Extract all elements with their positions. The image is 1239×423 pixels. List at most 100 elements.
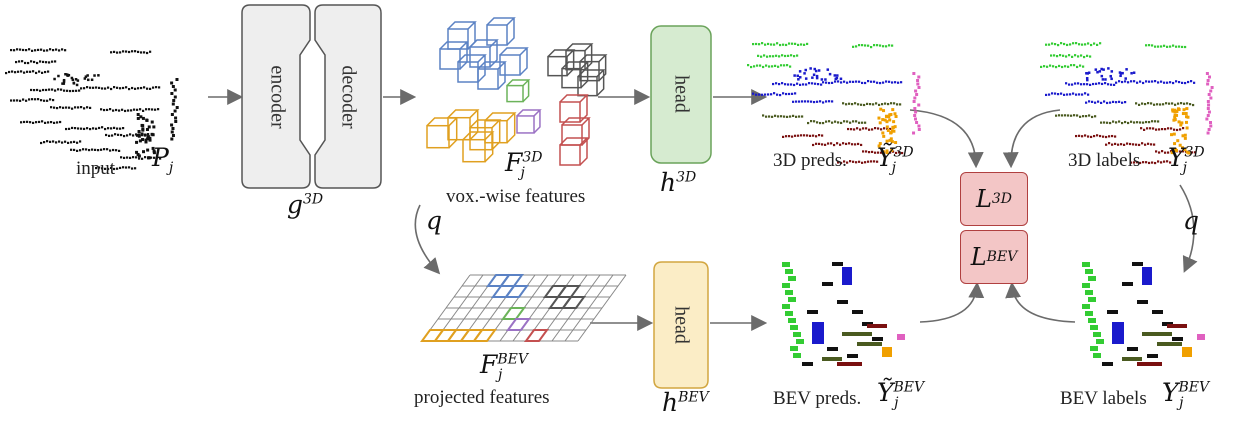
point [828, 72, 832, 76]
point [109, 108, 112, 111]
point [855, 80, 858, 83]
point [56, 106, 59, 110]
point [14, 71, 17, 74]
point [134, 87, 137, 90]
point [23, 120, 26, 124]
encoder-block [241, 4, 311, 189]
point [1180, 146, 1184, 150]
point [833, 143, 836, 147]
point [1074, 54, 1077, 57]
head-bev-block [653, 261, 709, 389]
point [1157, 160, 1160, 163]
point [1095, 82, 1098, 85]
point [70, 148, 73, 151]
point [172, 99, 176, 102]
point [159, 157, 162, 160]
point [51, 88, 54, 91]
point [885, 125, 889, 129]
point [777, 65, 780, 68]
point [155, 86, 158, 89]
point [796, 54, 799, 57]
point [831, 81, 834, 84]
point [71, 78, 75, 82]
point [1173, 115, 1177, 119]
point [1162, 103, 1165, 106]
point [1100, 74, 1104, 78]
voxel-cube [516, 109, 542, 134]
point [1144, 102, 1147, 106]
point [40, 48, 43, 51]
point [852, 45, 855, 48]
point [762, 65, 765, 69]
point [1167, 127, 1170, 130]
point [1082, 65, 1085, 68]
point [868, 128, 871, 131]
point [898, 151, 901, 154]
point [788, 42, 791, 45]
point [1144, 143, 1147, 146]
point [1087, 93, 1090, 96]
point [170, 113, 174, 116]
point [753, 65, 756, 68]
point [1081, 43, 1084, 46]
point [917, 128, 921, 131]
point [798, 100, 801, 103]
point [817, 69, 821, 72]
point [116, 167, 119, 170]
cube-face-front [457, 61, 479, 83]
point [147, 125, 151, 129]
point [106, 148, 109, 151]
point [128, 166, 131, 169]
point [798, 76, 802, 79]
bev-cell [1085, 290, 1093, 295]
point [61, 141, 64, 144]
point [1130, 161, 1133, 164]
point [51, 60, 54, 63]
grid-cell [561, 296, 586, 309]
point [779, 93, 782, 97]
point [1210, 86, 1214, 89]
point [825, 100, 828, 103]
point [766, 55, 769, 58]
point [819, 100, 822, 103]
point [116, 51, 119, 54]
point [137, 134, 141, 138]
point [882, 134, 886, 138]
point [858, 80, 861, 83]
point [809, 134, 812, 137]
point [128, 50, 131, 54]
point [1150, 102, 1153, 105]
point [1060, 92, 1063, 95]
point [1107, 83, 1110, 86]
point [843, 80, 846, 83]
point [834, 77, 838, 81]
point [1121, 71, 1124, 75]
cube-edges [499, 47, 529, 76]
point [774, 114, 777, 117]
point [128, 87, 131, 91]
bev-cell [1090, 325, 1098, 330]
point [888, 113, 892, 117]
cube-edges [561, 61, 590, 89]
point [53, 121, 56, 125]
point [36, 88, 39, 92]
point [71, 126, 74, 130]
head-3d-block [650, 25, 712, 164]
point [173, 95, 177, 99]
point [18, 60, 21, 63]
point [72, 89, 75, 93]
point [140, 132, 144, 136]
point [1148, 44, 1151, 47]
point [1206, 131, 1210, 135]
point [764, 43, 767, 46]
point [92, 127, 95, 130]
point [104, 87, 107, 90]
point [90, 78, 94, 82]
point [1184, 81, 1187, 85]
point [879, 44, 882, 47]
point [57, 74, 60, 78]
point [30, 60, 33, 63]
point [794, 92, 797, 95]
point [54, 89, 57, 92]
